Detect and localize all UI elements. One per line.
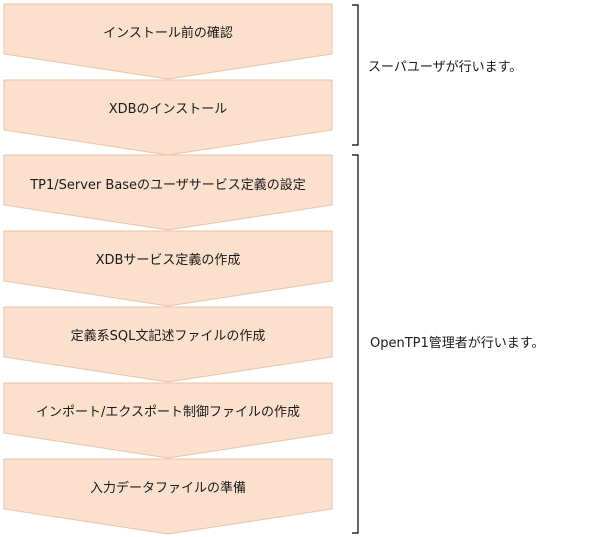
flow-step-4: XDBサービス定義の作成: [3, 230, 333, 307]
step-2-shape: [3, 79, 333, 156]
flow-step-1: インストール前の確認: [3, 3, 333, 80]
step-6-shape: [3, 382, 333, 459]
flow-step-5: 定義系SQL文記述ファイルの作成: [3, 306, 333, 383]
step-4-shape: [3, 230, 333, 307]
step-7-label: 入力データファイルの準備: [90, 480, 246, 496]
step-3-label: TP1/Server Baseのユーザサービス定義の設定: [29, 177, 306, 193]
step-5-label: 定義系SQL文記述ファイルの作成: [71, 328, 266, 344]
step-6-label: インポート/エクスポート制御ファイルの作成: [36, 405, 300, 420]
step-1-label: インストール前の確認: [103, 25, 233, 41]
admin-bracket: [352, 154, 359, 534]
flow-step-3: TP1/Server Baseのユーザサービス定義の設定: [3, 154, 333, 231]
step-7-shape: [3, 458, 333, 535]
flow-step-2: XDBのインストール: [3, 79, 333, 156]
step-3-shape: [3, 154, 333, 231]
superuser-note: スーパユーザが行います。: [368, 60, 522, 75]
step-5-shape: [3, 306, 333, 383]
admin-note: OpenTP1管理者が行います。: [370, 336, 544, 351]
flow-step-7: 入力データファイルの準備: [3, 458, 333, 535]
step-1-shape: [3, 3, 333, 80]
step-4-label: XDBサービス定義の作成: [96, 252, 241, 268]
step-2-label: XDBのインストール: [109, 102, 228, 117]
superuser-bracket: [352, 4, 359, 146]
flow-step-6: インポート/エクスポート制御ファイルの作成: [3, 382, 333, 459]
